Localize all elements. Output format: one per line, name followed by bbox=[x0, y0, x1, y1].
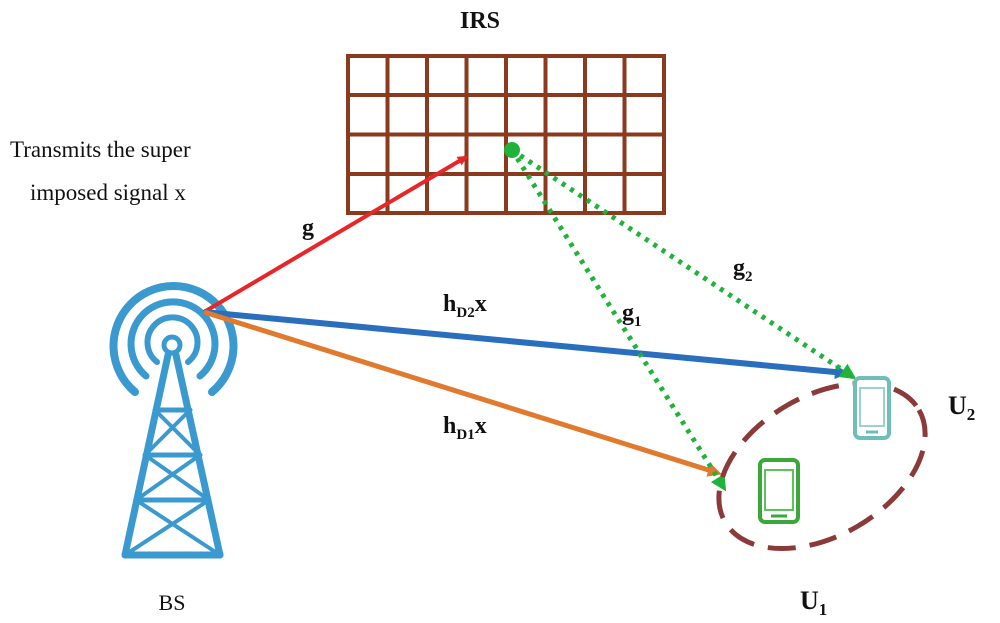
bs-label: BS bbox=[159, 590, 186, 615]
link-hd2 bbox=[203, 309, 849, 380]
irs-panel bbox=[346, 54, 666, 215]
link-g2 bbox=[510, 147, 857, 380]
link-g1 bbox=[509, 148, 727, 492]
user-cluster-boundary bbox=[716, 380, 928, 552]
smartphone-icon bbox=[853, 376, 891, 440]
label-g: g bbox=[302, 215, 314, 241]
label-u2: U2 bbox=[948, 391, 975, 424]
label-g1: g1 bbox=[622, 300, 642, 330]
irs-label: IRS bbox=[460, 8, 500, 34]
link-hd1 bbox=[203, 309, 722, 477]
label-hd1: hD1x bbox=[443, 413, 487, 443]
smartphone-icon bbox=[758, 458, 800, 524]
transmit-label-line2: imposed signal x bbox=[30, 180, 186, 205]
link-g bbox=[202, 155, 468, 314]
label-hd2: hD2x bbox=[443, 291, 487, 321]
label-g2: g2 bbox=[733, 255, 753, 285]
base-station-tower-icon bbox=[109, 281, 238, 559]
transmit-label-line1: Transmits the super bbox=[10, 137, 191, 162]
label-u1: U1 bbox=[800, 586, 827, 619]
